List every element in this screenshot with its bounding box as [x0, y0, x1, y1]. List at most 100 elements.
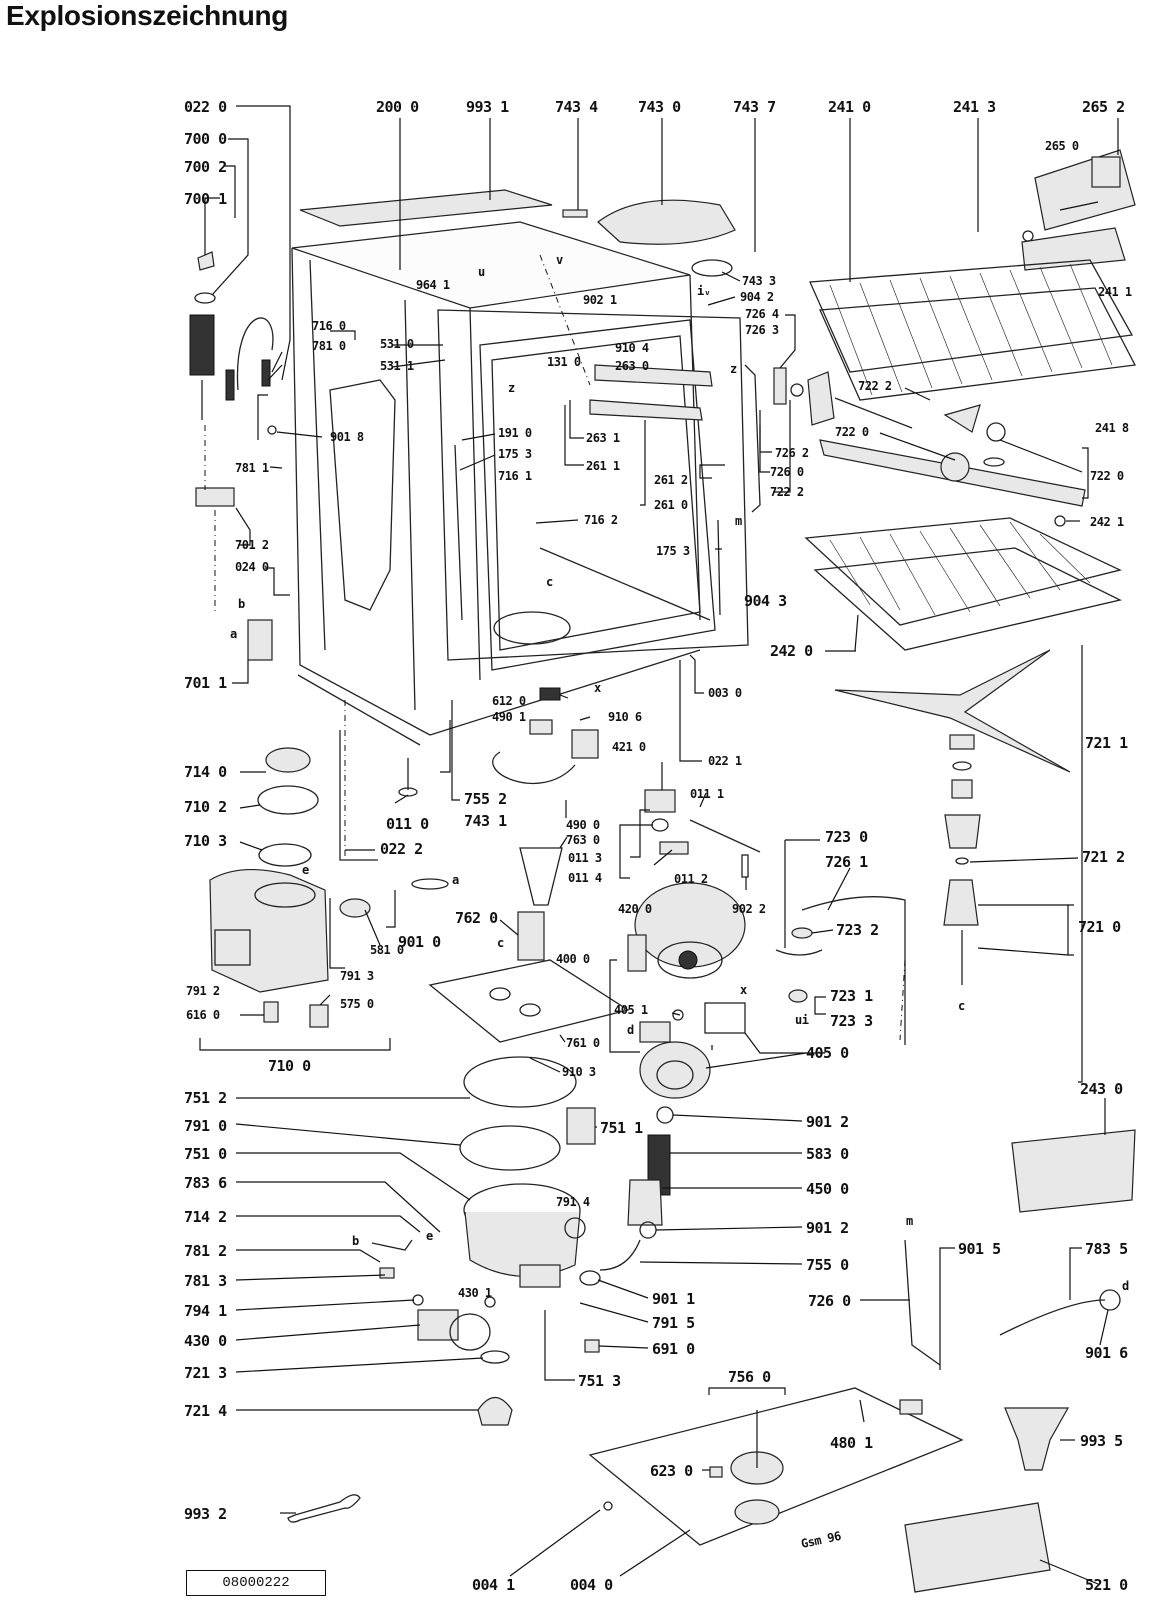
letter-b-2: b [352, 1234, 359, 1248]
bottom-rail-part [339, 730, 378, 861]
label-263-1: 263 1 [586, 431, 620, 445]
wire-902-2-part [741, 854, 749, 878]
label-175-3a: 175 3 [498, 447, 532, 461]
control-panel-521-part [904, 1502, 1051, 1593]
label-763-0: 763 0 [566, 833, 600, 847]
label-265-0: 265 0 [1045, 139, 1079, 153]
label-175-3b: 175 3 [656, 544, 690, 558]
label-901-8: 901 8 [330, 430, 364, 444]
letter-e-1: e [302, 863, 309, 877]
label-791-2: 791 2 [186, 984, 220, 998]
label-761-0: 761 0 [566, 1036, 600, 1050]
label-901-6: 901 6 [1085, 1344, 1128, 1362]
label-783-6: 783 6 [184, 1174, 227, 1192]
label-721-3: 721 3 [184, 1364, 227, 1382]
part-723-2 [791, 927, 813, 939]
part-723-1 [788, 989, 808, 1003]
label-721-4: 721 4 [184, 1402, 227, 1420]
clamp-901-2a-part [656, 1106, 674, 1124]
label-261-1: 261 1 [586, 459, 620, 473]
label-794-1: 794 1 [184, 1302, 227, 1320]
insulation-mat-part [329, 379, 396, 611]
label-521-0: 521 0 [1085, 1576, 1128, 1594]
label-783-5: 783 5 [1085, 1240, 1128, 1258]
label-781-2: 781 2 [184, 1242, 227, 1260]
label-490-1: 490 1 [492, 710, 526, 724]
label-993-5: 993 5 [1080, 1432, 1123, 1450]
label-420-0: 420 0 [618, 902, 652, 916]
hose-loop-part [236, 317, 274, 391]
letter-d-2: d [1122, 1279, 1129, 1293]
part-616-0 [263, 1001, 279, 1023]
screw-004-1-part [603, 1501, 613, 1511]
washer-700-2-part [194, 292, 216, 304]
roller-bracket-part [773, 367, 787, 405]
letter-e-2: e [426, 1229, 433, 1243]
label-716-2: 716 2 [584, 513, 618, 527]
cap-714-0-part [265, 747, 311, 773]
bracket-701-2-part [195, 487, 235, 507]
label-710-3: 710 3 [184, 832, 227, 850]
letter-z-1: z [508, 381, 515, 395]
label-791-3: 791 3 [340, 969, 374, 983]
label-726-1: 726 1 [825, 853, 868, 871]
label-781-1: 781 1 [235, 461, 269, 475]
label-430-1: 430 1 [458, 1286, 492, 1300]
label-726-0b: 726 0 [808, 1292, 851, 1310]
label-722-0b: 722 0 [1090, 469, 1124, 483]
label-723-2: 723 2 [836, 921, 879, 939]
letter-u: u [478, 265, 485, 279]
label-902-1: 902 1 [583, 293, 617, 307]
gasket-721-3-part [480, 1350, 510, 1364]
spray-nut-part [951, 779, 973, 799]
label-261-0: 261 0 [654, 498, 688, 512]
label-722-2b: 722 2 [858, 379, 892, 393]
door-seal-part [437, 309, 749, 661]
label-003-0: 003 0 [708, 686, 742, 700]
label-701-1: 701 1 [184, 674, 227, 692]
part-612-0 [539, 687, 561, 701]
nozzle-part [943, 404, 981, 433]
letter-d-1: d [627, 1023, 634, 1037]
label-200-0: 200 0 [376, 98, 419, 116]
spanner-993-2-part [287, 1494, 361, 1523]
label-011-3: 011 3 [568, 851, 602, 865]
clamp-901-1-part [579, 1270, 601, 1286]
top-plate-part [299, 189, 553, 227]
bracket-710-0 [199, 1038, 391, 1051]
hose-clip-part [261, 359, 271, 387]
cabinet-frame-part [291, 221, 701, 746]
hose-a-part [411, 878, 449, 890]
letter-m-2: m [906, 1214, 913, 1228]
label-022-2: 022 2 [380, 840, 423, 858]
label-490-0: 490 0 [566, 818, 600, 832]
clip-part [807, 371, 835, 426]
label-191-0: 191 0 [498, 426, 532, 440]
letter-x-2: x [740, 983, 747, 997]
label-751-0: 751 0 [184, 1145, 227, 1163]
spray-ring-2-part [955, 857, 969, 865]
lower-spray-arm-part [834, 649, 1071, 773]
part-490-1 [529, 719, 553, 735]
label-716-1: 716 1 [498, 469, 532, 483]
guide-rail-lower-part [589, 399, 703, 421]
label-902-2: 902 2 [732, 902, 766, 916]
part-430-1 [484, 1296, 496, 1308]
cutlery-basket-243-part [1011, 1129, 1136, 1213]
label-910-6: 910 6 [608, 710, 642, 724]
label-004-1: 004 1 [472, 1576, 515, 1594]
label-751-1: 751 1 [600, 1119, 643, 1137]
label-242-0: 242 0 [770, 642, 813, 660]
lower-basket-part [804, 517, 1122, 651]
label-700-0: 700 0 [184, 130, 227, 148]
page-title: Explosionszeichnung [6, 0, 289, 31]
reference-letters: u v iᵥ z z b a c x e a c x d c ui m m b … [230, 253, 1130, 1293]
label-710-0: 710 0 [268, 1057, 311, 1075]
leader-lines [204, 105, 1119, 1585]
cable-490-0-part [492, 751, 576, 784]
label-756-0: 756 0 [728, 1368, 771, 1386]
valve-721-0-part [943, 879, 979, 926]
letter-x-1: x [594, 681, 601, 695]
base-plate-part [588, 1387, 964, 1546]
